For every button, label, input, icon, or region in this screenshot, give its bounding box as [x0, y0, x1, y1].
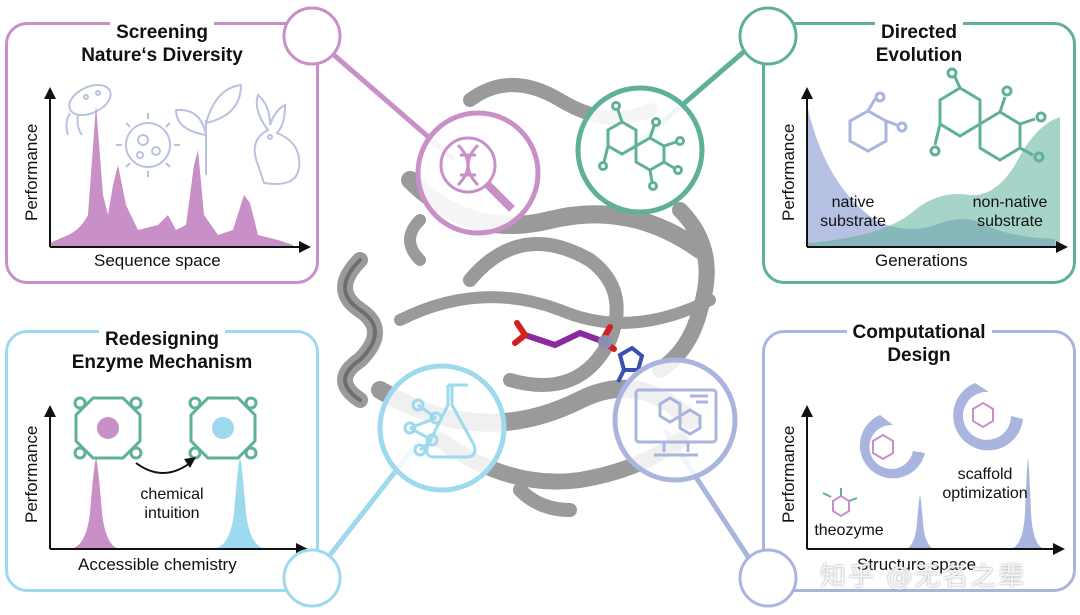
large-molecule-icon: [929, 67, 1047, 163]
rabbit-icon: [253, 93, 301, 185]
redesign-title-line2: Enzyme Mechanism: [65, 351, 259, 374]
redesign-title: Redesigning Enzyme Mechanism: [8, 328, 316, 374]
redesign-y-arrow: [44, 405, 56, 417]
native-substrate-curve: [807, 105, 1055, 247]
computational-plot: [801, 383, 1065, 555]
metal-center-blue: [212, 417, 234, 439]
native-label-line1: native: [831, 194, 875, 211]
bacterium-icon: [65, 83, 112, 136]
directed-evolution-panel: Directed Evolution Performance native su…: [762, 21, 1076, 284]
nonnative-substrate-label: non-native substrate: [965, 193, 1055, 231]
protein-structure: [337, 78, 716, 517]
computational-panel: Computational Design Performance theozym…: [762, 321, 1076, 592]
redesign-icon-circle: [377, 363, 507, 493]
directed-plot: [801, 67, 1068, 253]
computational-title: Computational Design: [765, 321, 1073, 367]
porphyrin-magenta-icon: [73, 396, 143, 460]
nonnative-label-line1: non-native: [972, 194, 1048, 211]
cell-icon: [116, 113, 180, 177]
screening-xlabel: Sequence space: [94, 251, 221, 270]
directed-title: Directed Evolution: [765, 21, 1073, 67]
native-substrate-label: native substrate: [813, 193, 893, 231]
computational-title-line2: Design: [881, 344, 957, 367]
screening-title: Screening Nature‘s Diversity: [8, 21, 316, 67]
theozyme-molecule-3: [822, 488, 858, 518]
screening-peaks: [50, 105, 293, 247]
chemical-label-line1: chemical: [140, 486, 204, 503]
screening-x-arrow: [299, 241, 311, 253]
screening-node-circle: [282, 6, 342, 66]
theozyme-label: theozyme: [814, 522, 884, 539]
scaffold-label-line1: scaffold: [957, 466, 1013, 483]
computational-xlabel: Structure space: [857, 555, 977, 574]
scaffold-blob-1: [859, 415, 925, 479]
theozyme-molecule-1: [872, 433, 894, 461]
dna-magnifier-icon: [439, 136, 515, 212]
screening-title-line1: Screening: [110, 21, 214, 44]
flask-network-icon: [403, 383, 477, 459]
transform-arrowhead: [184, 457, 196, 468]
native-label-line2: substrate: [820, 213, 886, 230]
directed-title-line1: Directed: [874, 21, 964, 44]
redesign-panel: Redesigning Enzyme Mechanism Performance…: [5, 328, 319, 592]
screening-title-line2: Nature‘s Diversity: [75, 44, 249, 67]
plant-icon: [174, 83, 243, 175]
redesign-peak-blue: [213, 458, 266, 549]
theozyme-molecule-2: [972, 401, 994, 429]
computational-peak-2: [1010, 458, 1045, 549]
histidine-residue: [616, 345, 645, 383]
computational-y-arrow: [801, 405, 813, 417]
directed-xlabel: Generations: [875, 251, 968, 270]
scaffold-optimization-label: scaffold optimization: [935, 465, 1035, 503]
directed-node-circle: [738, 6, 798, 66]
computational-title-line1: Computational: [846, 321, 992, 344]
directed-x-arrow: [1056, 241, 1068, 253]
computational-node-circle: [738, 548, 798, 608]
redesign-plot: [44, 396, 308, 555]
directed-title-line2: Evolution: [869, 44, 969, 67]
chemical-intuition-label: chemical intuition: [128, 485, 216, 523]
redesign-node-circle: [282, 548, 342, 608]
computational-peak-1: [905, 495, 935, 549]
scaffold-blob-2: [953, 383, 1023, 451]
molecule-icon: [598, 101, 685, 191]
redesign-xlabel: Accessible chemistry: [78, 555, 237, 574]
nonnative-substrate-curve: [807, 117, 1060, 247]
screening-icon-circle: [415, 110, 541, 236]
redesign-title-line1: Redesigning: [98, 328, 225, 351]
redesign-peak-magenta: [70, 458, 120, 549]
directed-y-arrow: [801, 87, 813, 99]
watermark-text: 知乎 @无名之辈: [820, 562, 1027, 592]
nonnative-label-line2: substrate: [977, 213, 1043, 230]
small-molecule-icon: [848, 91, 908, 153]
screening-y-arrow: [44, 87, 56, 99]
monitor-icon: [634, 388, 718, 457]
directed-icon-circle: [575, 85, 705, 215]
computational-x-arrow: [1053, 543, 1065, 555]
porphyrin-blue-icon: [188, 396, 258, 460]
metal-center-magenta: [97, 417, 119, 439]
chemical-label-line2: intuition: [144, 505, 200, 522]
screening-plot: [44, 83, 311, 253]
scaffold-label-line2: optimization: [942, 485, 1028, 502]
transform-arrow: [135, 462, 191, 474]
metal-ion: [598, 335, 612, 349]
screening-panel: Screening Nature‘s Diversity: [5, 21, 319, 284]
